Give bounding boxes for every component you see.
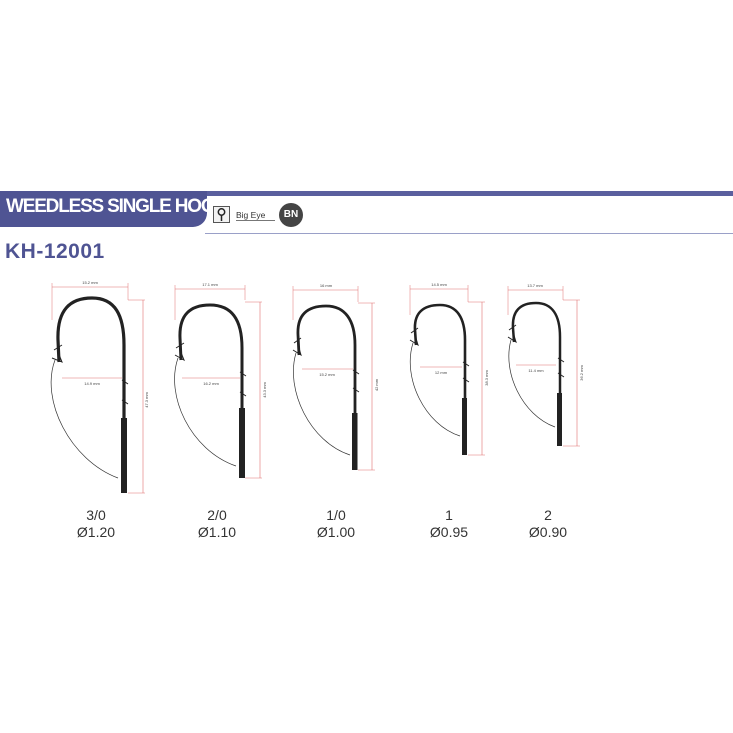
hook-2-0: 17.1 mm 43.3 mm 16.2 mm bbox=[174, 282, 267, 479]
hook-size-label: 2 bbox=[544, 507, 552, 523]
wire-diameter-label: Ø1.20 bbox=[76, 524, 116, 540]
hook-1: 14.5 mm 38.3 mm 12 mm bbox=[409, 282, 489, 456]
wire-diameter-label: Ø1.10 bbox=[197, 524, 237, 540]
hook-size-label: 1/0 bbox=[326, 507, 346, 523]
hook-diagrams: 15.2 mm 47.3 mm 14.9 mm 17.1 mm 43.3 mm … bbox=[50, 280, 584, 494]
page-title: WEEDLESS SINGLE HOOK bbox=[6, 196, 228, 217]
throat-label: 12 mm bbox=[435, 370, 448, 375]
throat-label: 16.2 mm bbox=[203, 381, 219, 386]
throat-label: 14.9 mm bbox=[84, 381, 100, 386]
finish-badge: BN bbox=[279, 203, 303, 227]
length-label: 38.3 mm bbox=[484, 370, 489, 386]
wire-diameter-label: Ø0.90 bbox=[528, 524, 568, 540]
hook-3-0: 15.2 mm 47.3 mm 14.9 mm bbox=[50, 280, 149, 494]
length-label: 47.3 mm bbox=[144, 392, 149, 408]
length-label: 42 mm bbox=[374, 378, 379, 391]
wire-diameter-label: Ø0.95 bbox=[429, 524, 469, 540]
hook-1-0: 16 mm 42 mm 15.2 mm bbox=[292, 283, 379, 471]
eye-type-label: Big Eye bbox=[236, 210, 276, 221]
length-label: 36.2 mm bbox=[579, 365, 584, 381]
gap-label: 13.7 mm bbox=[527, 283, 543, 288]
big-eye-icon bbox=[213, 206, 230, 223]
gap-label: 14.5 mm bbox=[431, 282, 447, 287]
throat-label: 15.2 mm bbox=[319, 372, 335, 377]
hook-size-label: 2/0 bbox=[207, 507, 227, 523]
wire-diameter-label: Ø1.00 bbox=[316, 524, 356, 540]
hook-2: 13.7 mm 36.2 mm 11.4 mm bbox=[507, 283, 584, 447]
header-underline bbox=[205, 233, 733, 234]
gap-label: 17.1 mm bbox=[202, 282, 218, 287]
header-stripe bbox=[205, 191, 733, 196]
model-number: KH-12001 bbox=[5, 240, 105, 263]
hook-size-label: 3/0 bbox=[86, 507, 106, 523]
throat-label: 11.4 mm bbox=[528, 368, 544, 373]
length-label: 43.3 mm bbox=[262, 382, 267, 398]
gap-label: 16 mm bbox=[320, 283, 333, 288]
hook-size-label: 1 bbox=[445, 507, 453, 523]
gap-label: 15.2 mm bbox=[82, 280, 98, 285]
title-box bbox=[0, 191, 207, 227]
